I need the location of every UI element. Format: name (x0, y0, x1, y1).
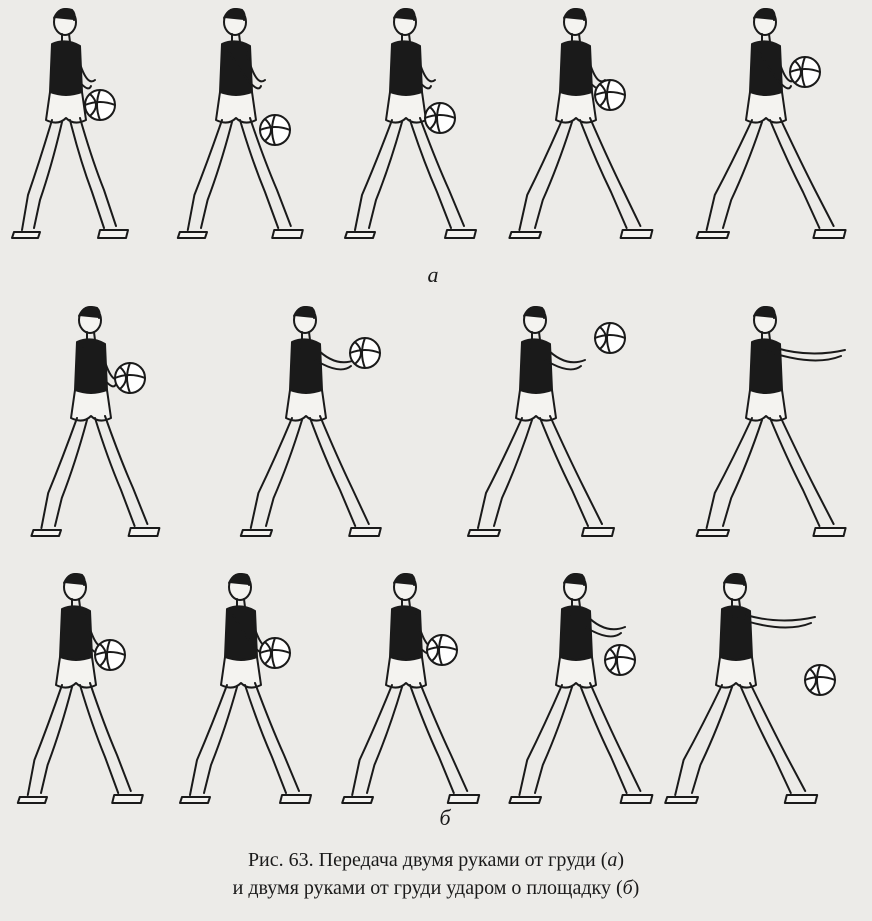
player-b-3 (470, 298, 630, 548)
player-b-7 (340, 565, 500, 815)
player-b-1 (25, 298, 185, 548)
player-b-6 (175, 565, 335, 815)
caption-line-2: и двумя руками от груди ударом о площадк… (0, 874, 872, 902)
caption-line-1: Рис. 63. Передача двумя руками от груди … (0, 846, 872, 874)
player-a-4 (510, 0, 670, 250)
figure-row-a (0, 0, 872, 255)
player-b-8 (510, 565, 670, 815)
figure-caption: Рис. 63. Передача двумя руками от груди … (0, 846, 872, 902)
player-a-3 (340, 0, 500, 250)
figure-label-b: б (425, 805, 465, 831)
figure-label-a: а (413, 262, 453, 288)
player-b-4 (700, 298, 860, 548)
player-a-2 (170, 0, 330, 250)
player-b-9 (670, 565, 830, 815)
player-a-1 (0, 0, 160, 250)
figure-row-b-bottom (0, 565, 872, 800)
player-b-2 (240, 298, 400, 548)
player-b-5 (10, 565, 170, 815)
figure-row-b-top (0, 298, 872, 538)
player-a-5 (700, 0, 860, 250)
